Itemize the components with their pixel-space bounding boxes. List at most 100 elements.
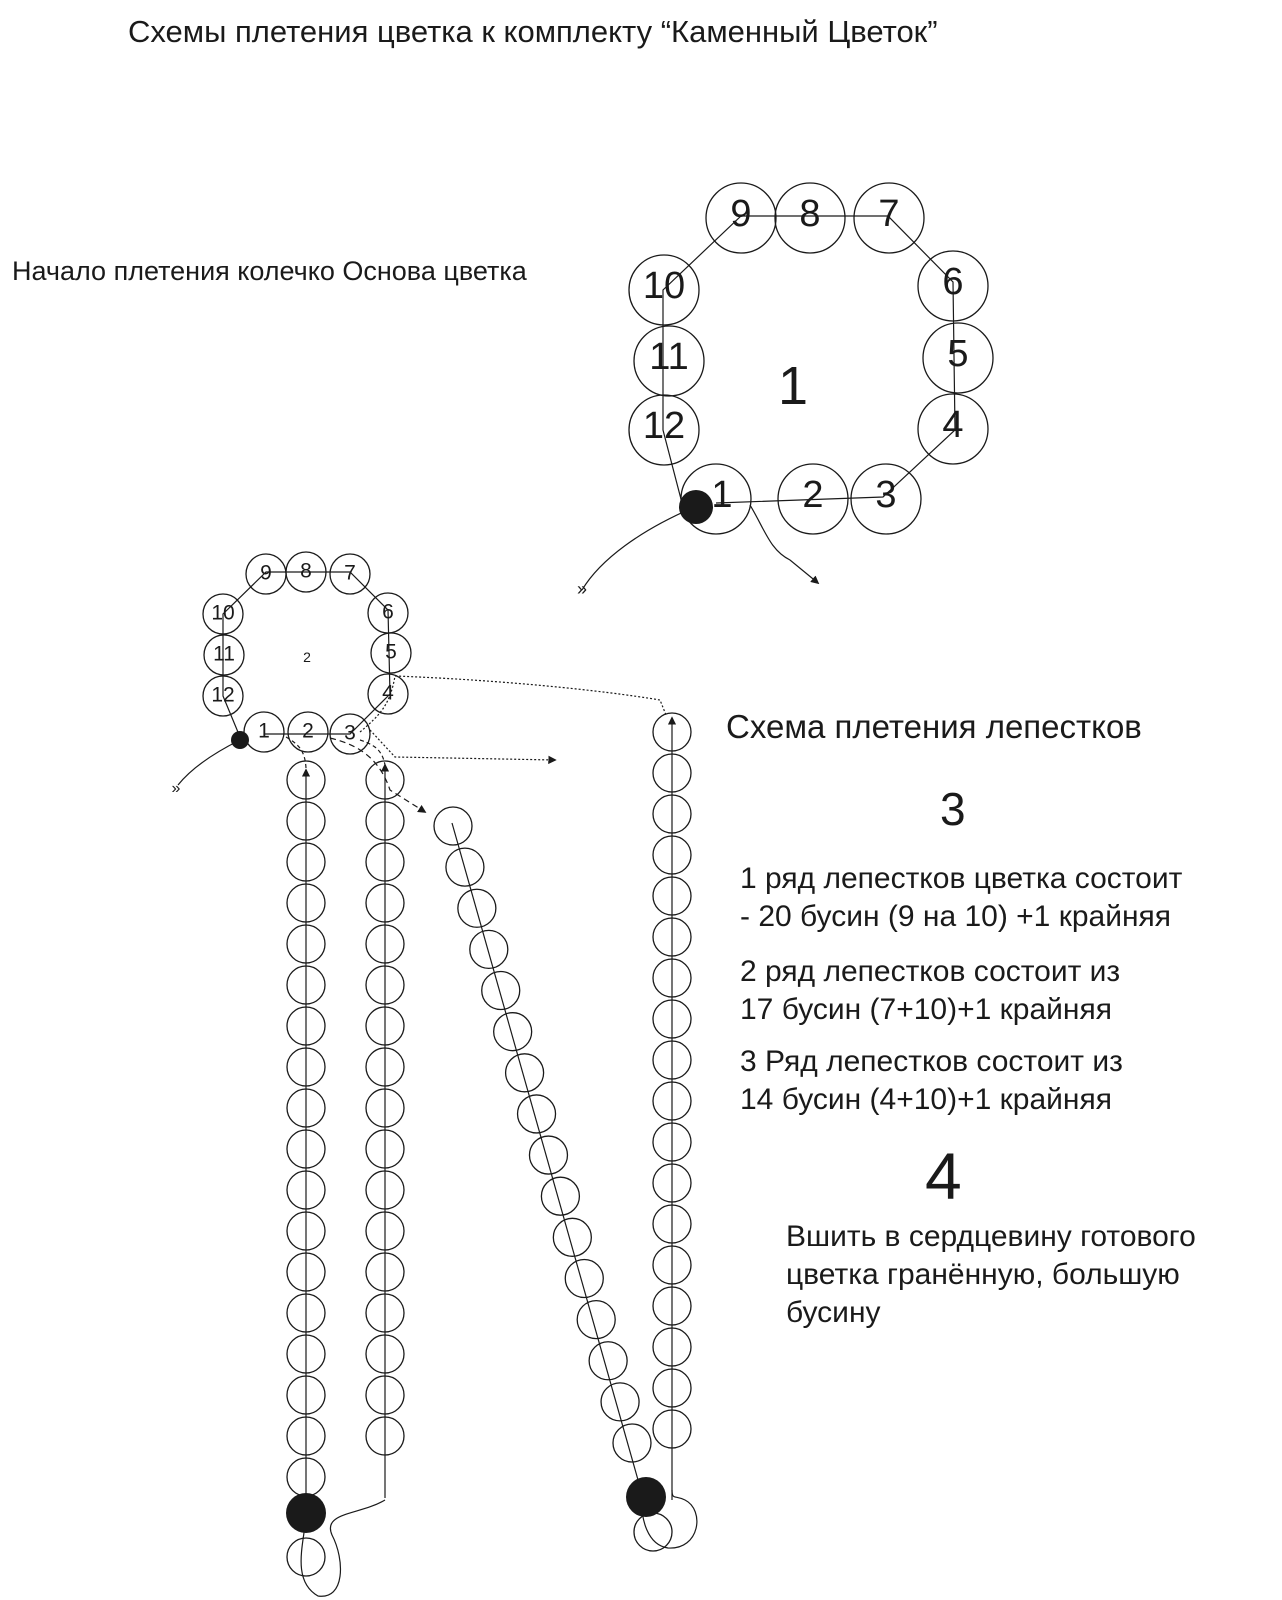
petal-col-c-bead [552,1217,592,1257]
small-ring-knot [231,731,249,749]
petal-col-d-bead [652,1368,692,1408]
petal-col-a-bead [286,1537,326,1577]
step-4-number: 4 [925,1139,962,1213]
base-ring-bead-number: 3 [875,474,896,516]
petal-row-3-line-2: 14 бусин (4+10)+1 крайняя [740,1083,1112,1116]
base-ring-bead-7 [853,182,925,254]
final-instruction-line-2: цветка гранённую, большую [786,1258,1180,1291]
petal-col-b-bead [365,1006,405,1046]
petal-col-c-bead [540,1176,581,1216]
small-ring-bead-number: 5 [385,641,397,664]
base-ring-bead-4 [917,393,989,465]
petal-col-a-bead [286,883,326,923]
guide-thread-2 [329,737,427,813]
small-ring-bead-number: 6 [382,601,394,624]
petal-col-a-bead [286,1047,326,1087]
small-ring-bead-11 [203,634,245,676]
petal-col-c-bead [445,847,485,887]
petal-col-d-bead [652,1040,692,1080]
small-ring-thread-tail [177,739,241,786]
petal-row-1-line-1: 1 ряд лепестков цветка состоит [740,862,1183,895]
thread-end-marks: » [577,579,587,599]
final-instruction-line-3: бусину [786,1296,881,1329]
petal-col-b-bead [365,1375,405,1415]
guide-thread-5 [359,675,667,733]
petals-scheme-title: Схема плетения лепестков [726,708,1142,745]
petal-knot-right [626,1477,666,1517]
small-ring-bead-4 [367,673,409,715]
petal-col-b-bead [365,965,405,1005]
petal-col-b-bead [365,1211,405,1251]
petal-col-b-bead [365,1088,405,1128]
small-ring-bead-number: 9 [260,562,272,585]
small-ring-center-number: 2 [303,649,311,665]
petal-col-a-bead [286,801,326,841]
petal-col-a-bead [286,1129,326,1169]
petal-col-b-bead [365,1334,405,1374]
petal-col-d-bead [652,1122,692,1162]
petal-bottom-loop-right [641,1489,698,1549]
base-ring-bead-number: 4 [942,404,963,446]
base-ring-bead-number: 2 [802,474,823,516]
petal-col-d-bead [633,1512,673,1552]
small-ring-bead-number: 8 [300,560,312,583]
petal-row-2-line-1: 2 ряд лепестков состоит из [740,955,1121,988]
small-ring-bead-number: 10 [211,602,234,625]
petal-col-d-bead [652,1081,692,1121]
petal-col-c-thread [451,822,643,1495]
petal-col-c-bead [504,1053,545,1093]
petal-col-d-bead [652,1245,692,1285]
base-ring-bead-number: 9 [730,193,751,235]
base-ring-bead-number: 10 [643,265,685,307]
petal-col-c-bead [588,1341,628,1381]
petal-col-c-bead [433,806,473,846]
petal-col-b-bead [365,1293,405,1333]
petal-col-a-bead [286,1170,326,1210]
petal-col-d-bead [652,712,692,752]
small-ring-bead-number: 11 [213,643,235,666]
petal-col-a-bead [286,1375,326,1415]
petal-col-d-bead [652,917,692,957]
petal-col-c-bead [481,970,521,1011]
small-ring-bead-number: 2 [302,720,314,743]
final-instruction: Вшить в сердцевину готового цветка гранё… [786,1218,1196,1332]
small-thread-end-marks: » [172,780,181,797]
petal-bottom-loop-left [300,1499,386,1597]
petal-col-a-bead [286,1006,326,1046]
base-ring-bead-11 [633,325,705,397]
petal-col-a-bead [286,1211,326,1251]
ring-start-label: Начало плетения колечко Основа цветка [12,256,527,286]
petal-row-1-line-2: - 20 бусин (9 на 10) +1 крайняя [740,900,1172,933]
base-ring-bead-6 [917,250,989,322]
base-ring-thread [662,215,956,504]
small-ring-bead-12 [202,675,244,717]
petal-row-3-line-1: 3 Ряд лепестков состоит из [740,1045,1123,1078]
base-ring-bead-number: 5 [947,333,968,375]
petal-col-b-bead [365,1170,405,1210]
guide-thread-3 [359,739,386,766]
small-ring-bead-7 [329,553,371,595]
petal-col-a-bead [286,1293,326,1333]
small-ring-thread [222,571,391,738]
base-ring-bead-number: 12 [643,405,685,447]
petal-col-a-bead [286,924,326,964]
base-ring-bead-number: 8 [799,193,820,235]
small-ring-bead-9 [245,553,287,595]
petal-col-c-bead [564,1258,604,1299]
base-ring-center-number: 1 [778,356,808,416]
base-ring-bead-10 [628,254,700,326]
petal-col-d-bead [652,999,692,1039]
petal-col-d-bead [652,1409,692,1449]
page-title: Схемы плетения цветка к комплекту “Камен… [128,14,938,49]
small-ring-bead-number: 1 [258,720,270,743]
thread-exit-arrow [749,504,820,585]
step-3-number: 3 [940,783,966,835]
petal-col-a-bead [286,842,326,882]
thread-tail [581,505,698,591]
small-ring-bead-number: 12 [211,684,234,707]
petal-col-b-bead [365,1416,405,1456]
petal-col-d-bead [652,794,692,834]
small-ring-bead-number: 4 [382,682,394,705]
